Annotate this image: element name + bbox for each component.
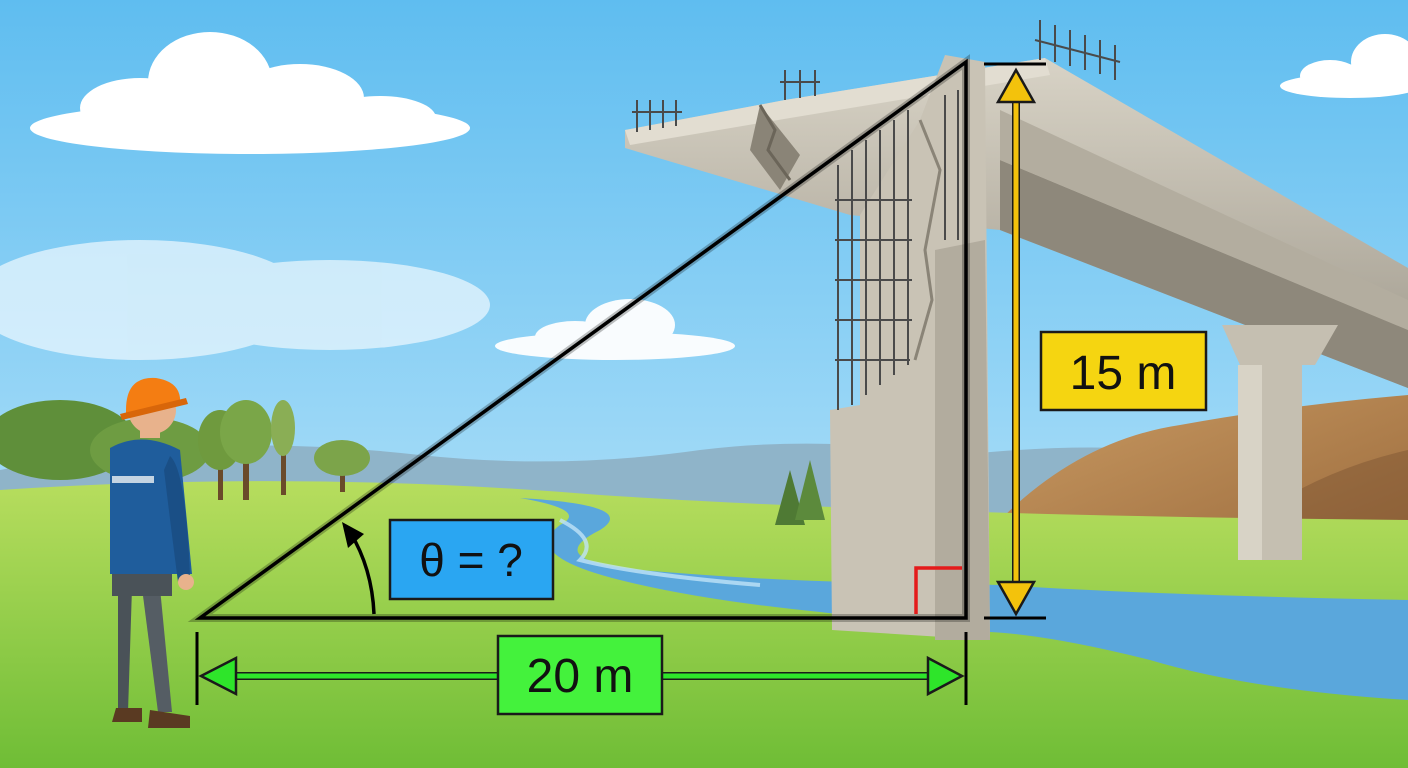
right-angle-mark xyxy=(914,566,962,614)
bridge-pier-main xyxy=(830,55,990,640)
worker-figure xyxy=(110,377,194,728)
cloud-left xyxy=(30,32,470,154)
cloud-center xyxy=(495,299,735,360)
angle-label: θ = ? xyxy=(419,534,523,586)
triangle xyxy=(187,54,970,622)
base-label: 20 m xyxy=(527,650,634,703)
base-label-box: 20 m xyxy=(496,634,664,716)
trees-right xyxy=(775,460,825,525)
cloud-right xyxy=(1280,34,1408,98)
river-highlight xyxy=(559,518,761,587)
height-dimension xyxy=(984,62,1046,620)
height-label: 15 m xyxy=(1070,347,1177,400)
height-label-box: 15 m xyxy=(1039,330,1208,412)
ground xyxy=(0,481,1408,768)
cloud-haze xyxy=(0,240,490,360)
rebar-pier xyxy=(835,90,959,410)
angle-label-box: θ = ? xyxy=(388,518,555,601)
bridge-pier-right xyxy=(1222,325,1338,560)
trees-left xyxy=(0,400,370,500)
angle-arc xyxy=(342,522,376,615)
rebar-deck xyxy=(632,20,1121,132)
